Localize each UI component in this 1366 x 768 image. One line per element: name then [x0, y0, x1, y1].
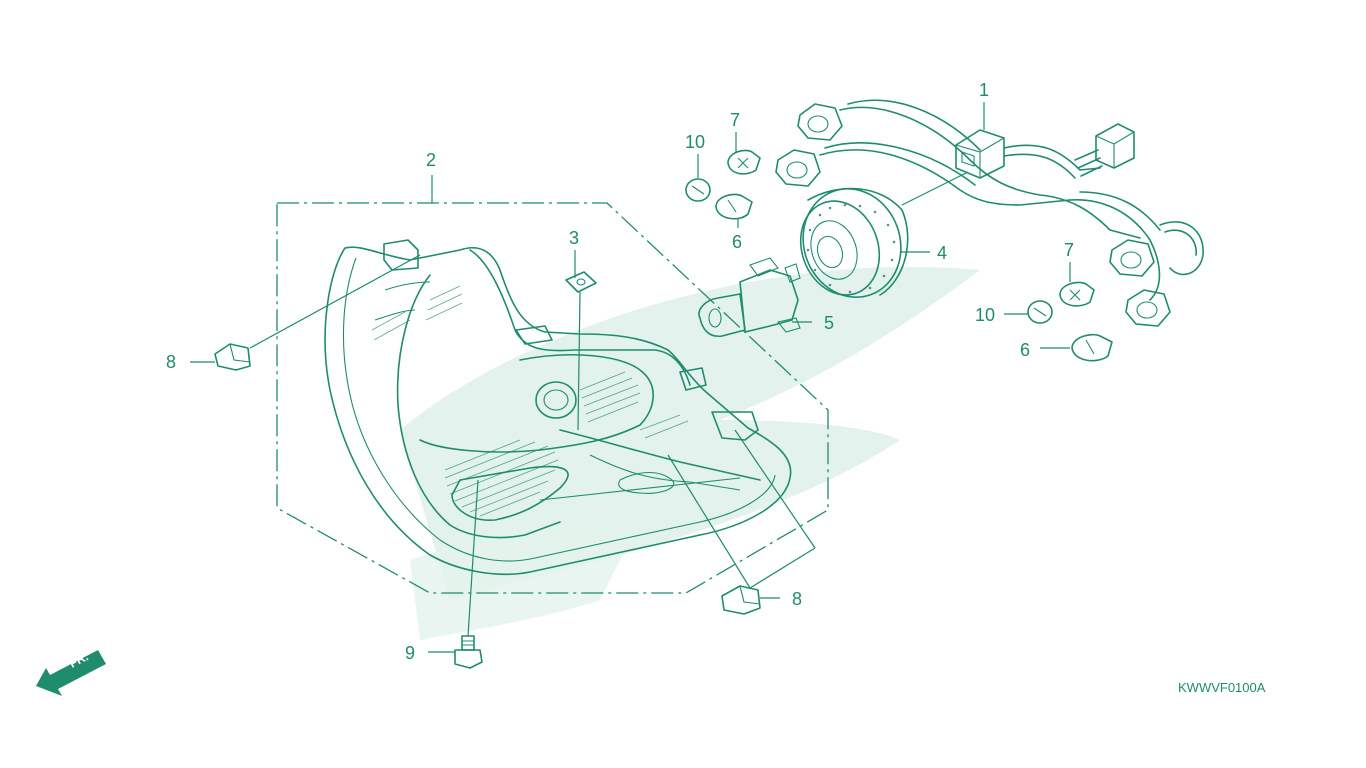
wire-harness-part-1	[775, 99, 1204, 327]
bulb-part-10-right	[1027, 300, 1053, 324]
bulb-part-7-right	[1059, 281, 1095, 307]
callout-7-right: 7	[1064, 240, 1074, 260]
callout-2: 2	[426, 150, 436, 170]
callout-10-top: 10	[685, 132, 705, 152]
callout-8-right: 8	[792, 589, 802, 609]
callout-1: 1	[979, 80, 989, 100]
bulb-part-6-right	[1071, 333, 1113, 362]
callout-6-right: 6	[1020, 340, 1030, 360]
clip-part-8-left	[214, 343, 251, 371]
bulb-part-7-top	[727, 149, 761, 175]
dust-cover-part-4	[799, 187, 909, 299]
headlight-bulb-part-5	[698, 257, 801, 338]
callout-8-left: 8	[166, 352, 176, 372]
headlight-unit	[324, 239, 792, 576]
screw-part-9	[454, 635, 483, 669]
diagram-code: KWWVF0100A	[1178, 680, 1266, 695]
callout-10-right: 10	[975, 305, 995, 325]
callout-9: 9	[405, 643, 415, 663]
callout-6-top: 6	[732, 232, 742, 252]
assembly-outline	[276, 202, 829, 594]
lens-hatching	[371, 285, 689, 517]
callout-4: 4	[937, 243, 947, 263]
bulb-part-6-top	[715, 193, 753, 220]
front-direction-arrow: FR.	[36, 649, 106, 696]
callout-3: 3	[569, 228, 579, 248]
callout-5: 5	[824, 313, 834, 333]
clip-part-8-right	[721, 585, 761, 615]
leader-lines	[190, 102, 1071, 653]
callout-labels: 1 2 3 4 5 6 6 7 7 8 8 9 10 10	[166, 80, 1074, 663]
clip-nut-part-3	[565, 271, 597, 293]
callout-7-top: 7	[730, 110, 740, 130]
bulb-part-10-top	[685, 178, 711, 202]
